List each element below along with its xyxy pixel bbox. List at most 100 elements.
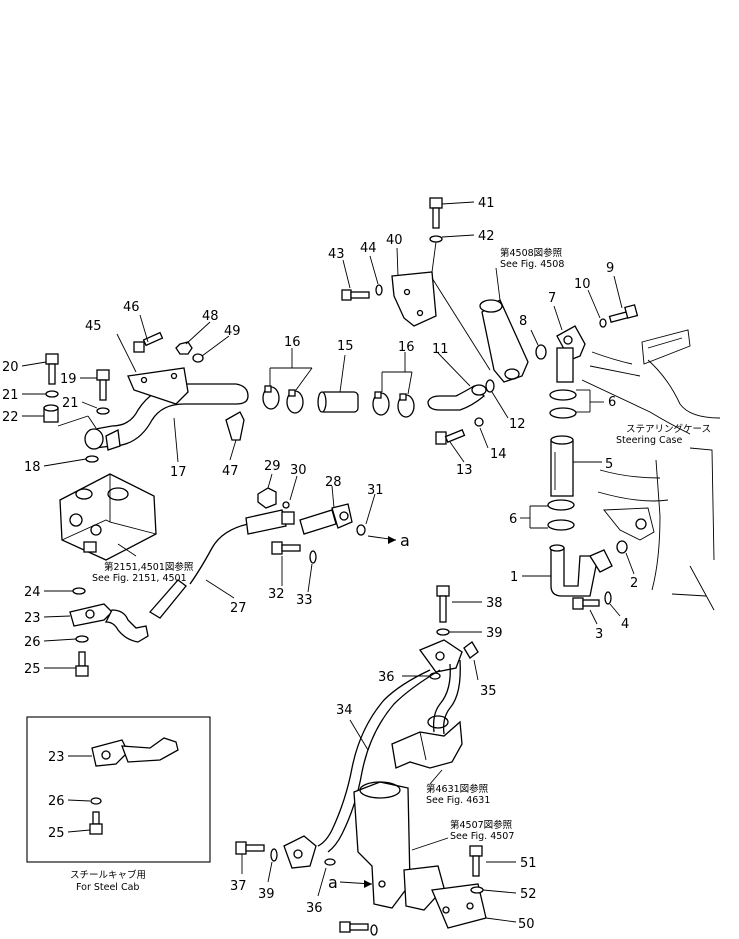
callout-36-upper: 36 [378,670,395,685]
part-6-clamp-lower [547,499,575,531]
callout-41: 41 [478,196,495,211]
callout-7: 7 [548,291,556,306]
part-39-washer-upper [436,628,450,636]
callout-13: 13 [456,463,473,478]
inset-part-25-bolt [89,811,103,835]
part-19-bolt [96,369,110,401]
part-elbow-4508 [479,299,529,383]
callout-23: 23 [24,611,41,626]
inset-caption-en: For Steel Cab [76,882,139,893]
part-14-washer [474,417,484,427]
part-46-bolt [133,331,164,353]
part-34-tube [283,639,463,869]
part-21-washer-left [45,390,59,398]
callout-12: 12 [509,417,526,432]
part-31-o-ring [356,524,366,536]
part-49-washer [192,353,204,363]
note-fig2151-jp: 第2151,4501図参照 [104,561,194,573]
part-20-bolt [45,353,59,385]
inset-callout-23: 23 [48,750,65,765]
part-52-washer [470,886,484,894]
part-10-washer [599,318,607,328]
part-47-clip [225,411,245,441]
note-fig4508-jp: 第4508図参照 [500,247,563,259]
part-18-o-ring [85,455,99,463]
callout-40: 40 [386,233,403,248]
part-7-elbow [556,325,586,383]
callout-45: 45 [85,319,102,334]
part-33-washer [309,550,317,564]
part-29-fitting [257,487,277,509]
part-16-clamp-left [262,385,304,414]
callout-16-right: 16 [398,340,415,355]
part-12-o-ring [485,379,495,393]
part-valve-4507 [353,781,445,911]
inset-caption-jp: スチールキャブ用 [70,869,146,881]
part-37-bolt [235,841,265,855]
callout-10: 10 [574,277,591,292]
part-22-collar [43,404,59,423]
part-11-hose [427,384,487,411]
callout-17: 17 [170,465,187,480]
callout-20: 20 [2,360,19,375]
callout-21-right: 21 [62,396,79,411]
callout-36-lower: 36 [306,901,323,916]
part-4-washer [604,591,612,605]
part-17-pipe [84,383,249,451]
note-fig4631-jp: 第4631図参照 [426,783,489,795]
part-42-washer [429,235,443,243]
callout-35: 35 [480,684,497,699]
callout-19: 19 [60,372,77,387]
part-40-bracket [391,241,437,327]
part-2-o-ring [616,540,628,554]
callout-28: 28 [325,475,342,490]
callout-9: 9 [606,261,614,276]
callout-30: 30 [290,463,307,478]
part-valve-4631 [391,715,463,769]
part-26-washer [75,635,89,643]
callout-31: 31 [367,483,384,498]
part-6-clamp-upper [549,389,577,419]
callout-34: 34 [336,703,353,718]
callout-1: 1 [510,570,518,585]
part-valve-2151 [59,473,157,561]
callout-22: 22 [2,410,19,425]
inset-callout-25: 25 [48,826,65,841]
part-25-bolt [75,651,89,677]
part-27-hose [148,509,295,619]
callout-2: 2 [630,576,638,591]
callout-8: 8 [519,314,527,329]
part-8-o-ring [535,344,547,360]
part-39-washer-lower [270,848,278,862]
connector-a-right: a [400,531,410,550]
callout-48: 48 [202,309,219,324]
note-steering-en: Steering Case [616,435,682,446]
callout-3: 3 [595,627,603,642]
note-fig4507-jp: 第4507図参照 [450,819,513,831]
steering-case-outline [581,329,721,611]
leader-lines [21,201,635,923]
inset-steel-cab [26,716,211,863]
callout-47: 47 [222,464,239,479]
part-5-hose [550,435,574,497]
callout-14: 14 [490,447,507,462]
callout-26: 26 [24,635,41,650]
callout-37: 37 [230,879,247,894]
callout-4: 4 [621,617,629,632]
part-35-fitting [463,641,479,659]
callout-27: 27 [230,601,247,616]
callout-11: 11 [432,342,449,357]
part-48-nut [175,341,193,355]
note-steering-jp: ステアリングケース [626,423,711,435]
callout-6-lower: 6 [509,512,517,527]
callout-42: 42 [478,229,495,244]
callout-52: 52 [520,887,537,902]
note-fig4507-en: See Fig. 4507 [450,831,514,842]
connector-arrows [364,536,396,888]
callout-43: 43 [328,247,345,262]
callout-25: 25 [24,662,41,677]
inset-part-26-washer [90,797,102,805]
part-30-o-ring [282,501,290,509]
part-3-bolt [572,597,600,610]
